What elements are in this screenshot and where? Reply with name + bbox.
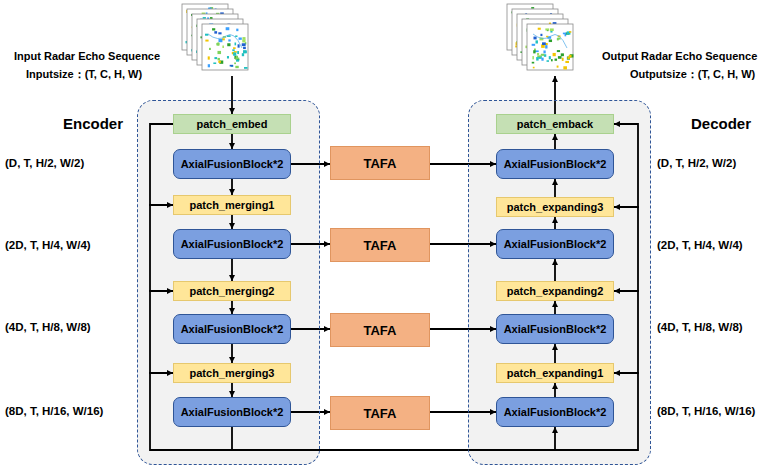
sequence-caption: Inputsize：(T, C, H, W) [26, 67, 142, 82]
node-label: TAFA [364, 406, 397, 421]
output-arrow [554, 76, 556, 114]
embed-box: patch_emback [496, 114, 614, 134]
flow-arrow [231, 301, 233, 314]
flow-arrow [232, 427, 555, 450]
node-label: AxialFusionBlock*2 [181, 323, 284, 335]
input-arrow [231, 76, 233, 114]
module-panel: Decoderpatch_embackAxialFusionBlock*2pat… [468, 100, 651, 465]
resample-box: patch_merging3 [173, 363, 291, 383]
flow-arrow [554, 134, 556, 149]
node-label: patch_merging2 [190, 285, 275, 297]
radar-frame [202, 24, 248, 70]
radar-frame [527, 24, 573, 70]
flow-arrow [554, 259, 556, 281]
node-label: AxialFusionBlock*2 [504, 238, 607, 250]
dimension-label: (2D, T, H/4, W/4) [5, 239, 91, 251]
node-label: patch_expanding1 [507, 367, 604, 379]
flow-arrow [231, 344, 233, 363]
block-box: AxialFusionBlock*2 [496, 314, 614, 344]
flow-arrow [614, 291, 638, 373]
dimension-label: (D, T, H/2, W/2) [5, 157, 84, 169]
block-box: AxialFusionBlock*2 [496, 149, 614, 179]
node-label: patch_merging3 [190, 367, 275, 379]
flow-arrow [291, 163, 330, 165]
flow-arrow [150, 124, 173, 205]
flow-arrow [554, 383, 556, 397]
node-label: AxialFusionBlock*2 [181, 238, 284, 250]
node-label: AxialFusionBlock*2 [181, 406, 284, 418]
attention-box: TAFA [330, 146, 430, 180]
attention-box: TAFA [330, 396, 430, 430]
dimension-label: (D, T, H/2, W/2) [657, 157, 736, 169]
block-box: AxialFusionBlock*2 [173, 229, 291, 259]
flow-arrow [150, 291, 173, 373]
flow-arrow [430, 328, 496, 330]
sequence-caption: Outputsize：(T, C, H, W) [630, 67, 755, 82]
embed-box: patch_embed [173, 114, 291, 134]
dimension-label: (4D, T, H/8, W/8) [657, 321, 743, 333]
flow-arrow [231, 383, 233, 397]
node-label: patch_embed [197, 118, 268, 130]
block-box: AxialFusionBlock*2 [173, 149, 291, 179]
flow-arrow [430, 411, 496, 413]
flow-arrow [430, 163, 496, 165]
dimension-label: (2D, T, H/4, W/4) [657, 239, 743, 251]
node-label: TAFA [364, 323, 397, 338]
flow-arrow [231, 179, 233, 195]
block-box: AxialFusionBlock*2 [496, 397, 614, 427]
flow-arrow [614, 207, 638, 291]
panel-ground [137, 100, 320, 465]
node-label: AxialFusionBlock*2 [504, 323, 607, 335]
flow-arrow [554, 301, 556, 314]
resample-box: patch_merging2 [173, 281, 291, 301]
flow-arrow [291, 411, 330, 413]
module-panel: Encoderpatch_embedAxialFusionBlock*2patc… [137, 100, 320, 465]
dimension-label: (8D, T, H/16, W/16) [5, 405, 103, 417]
flow-arrow [554, 217, 556, 229]
node-label: patch_merging1 [190, 199, 275, 211]
panel-heading: Decoder [691, 115, 751, 132]
flow-arrow [291, 328, 330, 330]
flow-arrow [231, 259, 233, 281]
flow-arrow [231, 134, 233, 149]
dimension-label: (4D, T, H/8, W/8) [5, 321, 91, 333]
node-label: patch_expanding3 [507, 201, 604, 213]
resample-box: patch_merging1 [173, 195, 291, 215]
attention-box: TAFA [330, 313, 430, 347]
resample-box: patch_expanding2 [496, 281, 614, 301]
panel-heading: Encoder [63, 115, 123, 132]
flow-arrow [554, 344, 556, 363]
panel-ground [468, 100, 651, 465]
node-label: TAFA [364, 156, 397, 171]
flow-arrow [231, 215, 233, 229]
node-label: AxialFusionBlock*2 [181, 158, 284, 170]
block-box: AxialFusionBlock*2 [173, 314, 291, 344]
flow-arrow [614, 124, 638, 207]
node-label: AxialFusionBlock*2 [504, 406, 607, 418]
resample-box: patch_expanding3 [496, 197, 614, 217]
dimension-label: (8D, T, H/16, W/16) [657, 405, 755, 417]
node-label: AxialFusionBlock*2 [504, 158, 607, 170]
node-label: TAFA [364, 238, 397, 253]
flow-arrow [554, 179, 556, 197]
flow-arrow [430, 243, 496, 245]
flow-arrow [150, 205, 173, 291]
node-label: patch_emback [517, 118, 593, 130]
attention-box: TAFA [330, 228, 430, 262]
sequence-caption: Input Radar Echo Sequence [14, 50, 160, 62]
resample-box: patch_expanding1 [496, 363, 614, 383]
sequence-caption: Output Radar Echo Sequence [602, 50, 757, 62]
block-box: AxialFusionBlock*2 [496, 229, 614, 259]
block-box: AxialFusionBlock*2 [173, 397, 291, 427]
flow-arrow [291, 243, 330, 245]
node-label: patch_expanding2 [507, 285, 604, 297]
